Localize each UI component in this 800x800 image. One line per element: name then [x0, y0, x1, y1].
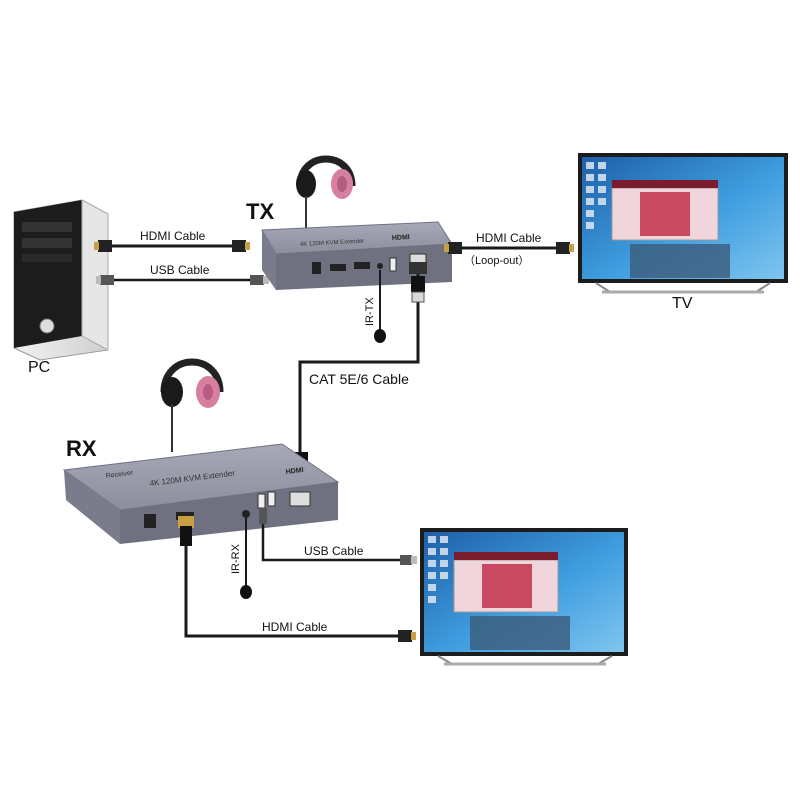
rx-dc-port [144, 514, 156, 528]
tv-bottom [420, 528, 628, 666]
tx-hdmi-in-port [330, 264, 346, 271]
rx-usb-cable-label: USB Cable [304, 544, 364, 558]
tv-bottom-keyboard [470, 616, 570, 650]
rx-usb-cable [259, 508, 417, 565]
pc-tower [13, 199, 109, 361]
ir-tx-cable [374, 270, 386, 343]
tx-hdmi-out-port [354, 262, 370, 269]
rx-usb-port-2 [267, 491, 276, 507]
rx-ir-port [242, 510, 250, 518]
ir-rx-label: IR-RX [230, 543, 242, 574]
tv-top-keyboard [630, 244, 730, 278]
loop-out-label: （Loop-out） [464, 254, 529, 267]
pc-hdmi-cable-label: HDMI Cable [140, 229, 206, 243]
pc-usb-cable [96, 275, 269, 285]
power-button-icon [39, 318, 55, 334]
tx-usb-port [389, 257, 397, 272]
rx-usb-port-1 [257, 493, 266, 509]
rx-headphones [160, 358, 224, 452]
ir-rx-cable [240, 518, 252, 599]
pc-label: PC [28, 359, 50, 376]
pc-hdmi-cable [94, 240, 250, 252]
rx-hdmi-logo: HDMI [285, 467, 304, 476]
tx-dc-port [312, 262, 321, 274]
rx-hdmi-cable-label: HDMI Cable [262, 620, 328, 634]
ir-tx-label: IR-TX [364, 297, 376, 326]
tx-ir-port [377, 263, 383, 269]
rx-rj45-port [289, 491, 311, 507]
tx-device-text: 4K 120M KVM Extender [300, 239, 365, 248]
rx-label: RX [66, 436, 97, 461]
cat-cable-label: CAT 5E/6 Cable [309, 371, 409, 387]
tx-label: TX [246, 199, 274, 224]
tv-hdmi-cable-label: HDMI Cable [476, 231, 542, 245]
tx-extender-device: 4K 120M KVM Extender HDMI [261, 221, 453, 290]
tv-top [578, 153, 788, 294]
pc-usb-cable-label: USB Cable [150, 263, 210, 277]
tx-headphones [296, 155, 356, 230]
rx-extender-device: 4K 120M KVM Extender Receiver HDMI [62, 443, 340, 544]
tx-hdmi-logo: HDMI [392, 234, 410, 242]
rx-device-sub: Receiver [105, 470, 134, 480]
rx-hdmi-cable [178, 516, 416, 642]
tv-hdmi-cable [444, 242, 574, 254]
tv-label: TV [672, 295, 693, 312]
